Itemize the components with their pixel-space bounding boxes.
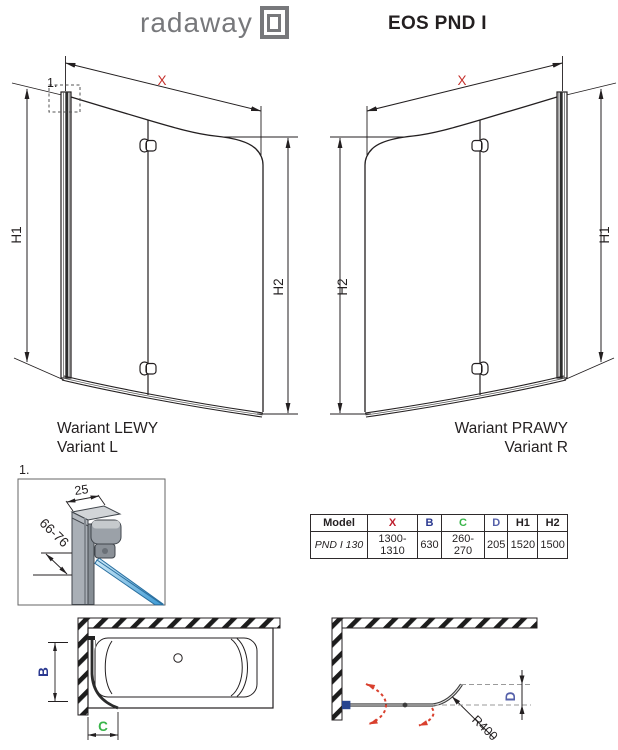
spec-value-b: 630 bbox=[417, 531, 442, 559]
dim-label-x-right: X bbox=[457, 73, 466, 88]
spec-header-h2: H2 bbox=[537, 514, 568, 532]
spec-header-c: C bbox=[441, 514, 485, 532]
d-arrow-down bbox=[519, 675, 525, 685]
spec-header-b: B bbox=[417, 514, 442, 532]
detail-ref-label: 1. bbox=[19, 463, 29, 477]
plan-view-swing: D R400 bbox=[331, 617, 538, 744]
dim-label-h2-right: H2 bbox=[335, 278, 350, 295]
spec-table-header-row: Model X B C D H1 H2 bbox=[310, 514, 568, 532]
caption-variant-right-pl: Wariant PRAWY bbox=[454, 420, 568, 437]
spec-table-data-row: PND I 130 1300-1310 630 260-270 205 1520… bbox=[310, 531, 568, 559]
wall-bracket bbox=[342, 700, 351, 710]
screen-swing-outline bbox=[342, 683, 463, 710]
dim-label-profile-width: 25 bbox=[74, 482, 90, 498]
caption-variant-right-en: Variant R bbox=[504, 439, 568, 456]
dim-label-h1-right: H1 bbox=[597, 226, 612, 243]
spec-header-model: Model bbox=[310, 514, 368, 532]
d-dim-dashed-lines bbox=[434, 684, 531, 706]
detail-callout-ref: 1. bbox=[47, 76, 57, 90]
spec-value-model: PND I 130 bbox=[310, 531, 368, 559]
dim-label-h1-left: H1 bbox=[9, 226, 24, 243]
spec-header-x: X bbox=[367, 514, 418, 532]
screen-plan-curve bbox=[88, 636, 119, 710]
wall-top-hatch bbox=[331, 617, 538, 629]
plan-left-dimensions bbox=[48, 642, 119, 740]
spec-table: Model X B C D H1 H2 PND I 130 1300-1310 … bbox=[310, 514, 568, 559]
wall-left-hatch bbox=[331, 617, 343, 721]
radius-leader bbox=[451, 696, 495, 739]
caption-variant-right: Wariant PRAWY Variant R bbox=[455, 419, 568, 457]
dim-label-d: D bbox=[503, 691, 518, 701]
elevation-drawings: 1. X H1 H2 X H1 H2 bbox=[9, 55, 618, 427]
brand-logo-text: radaway bbox=[140, 6, 253, 38]
detail-inset: 1. 25 66-76 bbox=[17, 463, 166, 606]
product-title: EOS PND I bbox=[388, 13, 487, 34]
wall-left-hatch bbox=[77, 617, 89, 716]
caption-variant-left: Wariant LEWY Variant L bbox=[57, 419, 158, 457]
radius-leader-arrowhead bbox=[452, 696, 461, 705]
dim-label-x-left: X bbox=[157, 73, 166, 88]
spec-value-d: 205 bbox=[483, 531, 509, 559]
swing-arrowheads bbox=[366, 683, 428, 726]
fold-pivot bbox=[402, 702, 408, 708]
dim-label-c: C bbox=[98, 719, 108, 734]
swing-arrows bbox=[365, 683, 435, 727]
radius-label: R400 bbox=[469, 713, 500, 744]
dim-label-h2-left: H2 bbox=[271, 278, 286, 295]
bathtub-rim bbox=[87, 627, 274, 709]
plan-view-bathtub: B C bbox=[36, 617, 281, 740]
detail-callout-box bbox=[48, 84, 81, 113]
spec-header-h1: H1 bbox=[507, 514, 539, 532]
brand-logo-inner-square bbox=[267, 13, 282, 32]
wall-top-hatch bbox=[77, 617, 281, 629]
spec-header-d: D bbox=[483, 514, 509, 532]
brand-logo-square-icon bbox=[259, 6, 289, 39]
caption-variant-left-pl: Wariant LEWY bbox=[57, 420, 159, 437]
brand-logo: radaway bbox=[140, 6, 289, 39]
variant-right-drawing bbox=[330, 56, 616, 417]
wall-profile-3d bbox=[70, 505, 165, 606]
spec-value-h2: 1500 bbox=[537, 531, 568, 559]
detail-dimensions bbox=[33, 494, 106, 576]
spec-value-h1: 1520 bbox=[507, 531, 539, 559]
spec-value-c: 260-270 bbox=[441, 531, 485, 559]
drain bbox=[173, 653, 183, 663]
spec-value-x: 1300-1310 bbox=[367, 531, 418, 559]
variant-left-drawing bbox=[12, 56, 298, 417]
caption-variant-left-en: Variant L bbox=[57, 439, 118, 456]
d-arrow-up bbox=[519, 705, 525, 714]
dim-label-b: B bbox=[36, 667, 51, 677]
